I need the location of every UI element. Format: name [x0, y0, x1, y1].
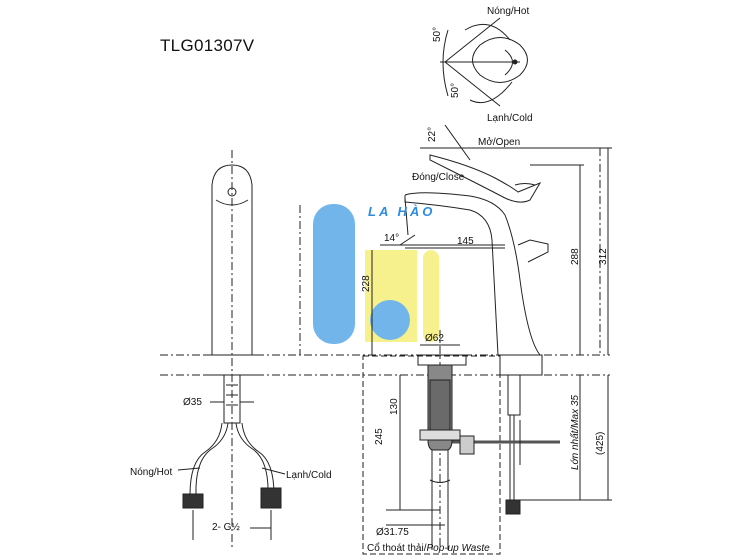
- spout-reach: 145: [457, 236, 474, 247]
- waste-depth-245: 245: [374, 428, 385, 445]
- max-thickness: Lớn nhất/Max 35: [570, 395, 581, 470]
- handle-angle-hot: 50°: [432, 26, 443, 42]
- body-height: 288: [570, 248, 581, 265]
- hose-cold-label: Lạnh/Cold: [286, 470, 332, 481]
- handle-angle-open: 22°: [427, 126, 438, 142]
- popup-waste-box: [362, 355, 501, 555]
- handle-open-label: Mở/Open: [478, 137, 521, 148]
- waste-diameter: Ø31.75: [376, 527, 409, 538]
- connection-label: 2- G½: [212, 522, 240, 533]
- handle-top-view: [440, 17, 528, 107]
- side-view: [371, 124, 612, 550]
- spout-angle: 14°: [384, 233, 400, 244]
- total-height: 312: [598, 248, 609, 265]
- handle-angle-cold: 50°: [450, 82, 461, 98]
- handle-cold-label: Lạnh/Cold: [487, 113, 533, 124]
- model-code: TLG01307V: [160, 36, 255, 55]
- hose-hot-label: Nóng/Hot: [130, 467, 173, 478]
- handle-close-label: Đóng/Close: [412, 172, 465, 183]
- handle-hot-label: Nóng/Hot: [487, 6, 530, 17]
- popup-waste-label: Cổ thoát thải/Pop-up Waste: [367, 543, 490, 554]
- overall-below: (425): [595, 431, 606, 455]
- spout-height: 228: [361, 275, 372, 292]
- base-diameter: Ø62: [425, 333, 444, 344]
- watermark-text: LA HÀO: [368, 204, 436, 219]
- waste-depth-130: 130: [389, 398, 400, 415]
- shank-diameter: Ø35: [183, 397, 202, 408]
- watermark-logo: [313, 204, 439, 344]
- front-view: [177, 164, 286, 540]
